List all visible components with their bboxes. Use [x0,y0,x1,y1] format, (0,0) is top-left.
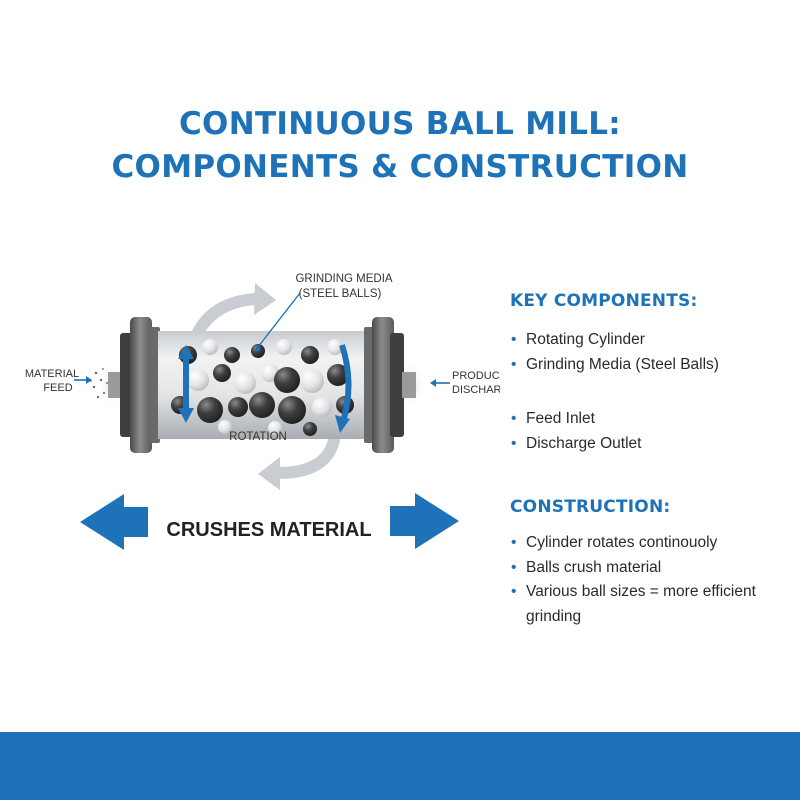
blue-rotation-arrows [178,344,352,433]
discharge-outlet-flange [364,317,416,453]
list-item: Rotating Cylinder [510,328,795,353]
list-item: Discharge Outlet [510,432,795,457]
rotation-arrow-top-head [254,283,276,315]
key-components-heading: KEY COMPONENTS: [510,291,698,311]
footer-bar [0,732,800,800]
list-item: Cylinder rotates continouoly [510,531,795,556]
list-item: Feed Inlet [510,407,795,432]
list-item: Balls crush material [510,556,795,581]
page-title: CONTINUOUS BALL MILL: COMPONENTS & CONST… [0,103,800,189]
construction-heading: CONSTRUCTION: [510,497,671,517]
title-line-2: COMPONENTS & CONSTRUCTION [111,149,689,185]
crushes-material-label: CRUSHES MATERIAL [166,519,371,541]
grinding-media-pointer [255,292,301,352]
ball-mill-diagram: GRINDING MEDIA (STEEL BALLS) MATERIAL FE… [25,273,500,550]
grinding-media-label-1: GRINDING MEDIA [295,273,392,285]
product-discharge-label-1: PRODUCT [452,370,500,382]
title-line-1: CONTINUOUS BALL MILL: [179,106,621,142]
key-components-list: Rotating Cylinder Grinding Media (Steel … [510,328,795,456]
feed-inlet-flange [108,317,160,453]
grinding-media-label-2: (STEEL BALLS) [299,288,382,300]
construction-list: Cylinder rotates continouoly Balls crush… [510,531,795,629]
construction-panel: CONSTRUCTION: Cylinder rotates continouo… [510,497,795,629]
rotation-arrow-bottom-head [258,457,280,490]
material-feed-label-1: MATERIAL [25,368,79,380]
feed-pointer-arrow [74,376,92,384]
right-push-arrow [390,493,459,549]
key-components-panel: KEY COMPONENTS: Rotating Cylinder Grindi… [510,291,795,456]
discharge-pointer-arrow [430,379,450,387]
list-item: Various ball sizes = more efficient grin… [510,580,795,629]
list-item: Grinding Media (Steel Balls) [510,353,795,378]
material-feed-label-2: FEED [43,382,72,394]
left-push-arrow [80,494,148,550]
rotation-label: ROTATION [229,431,287,443]
rotation-arrow-bottom [272,429,341,479]
product-discharge-label-2: DISCHARGE [452,384,500,396]
